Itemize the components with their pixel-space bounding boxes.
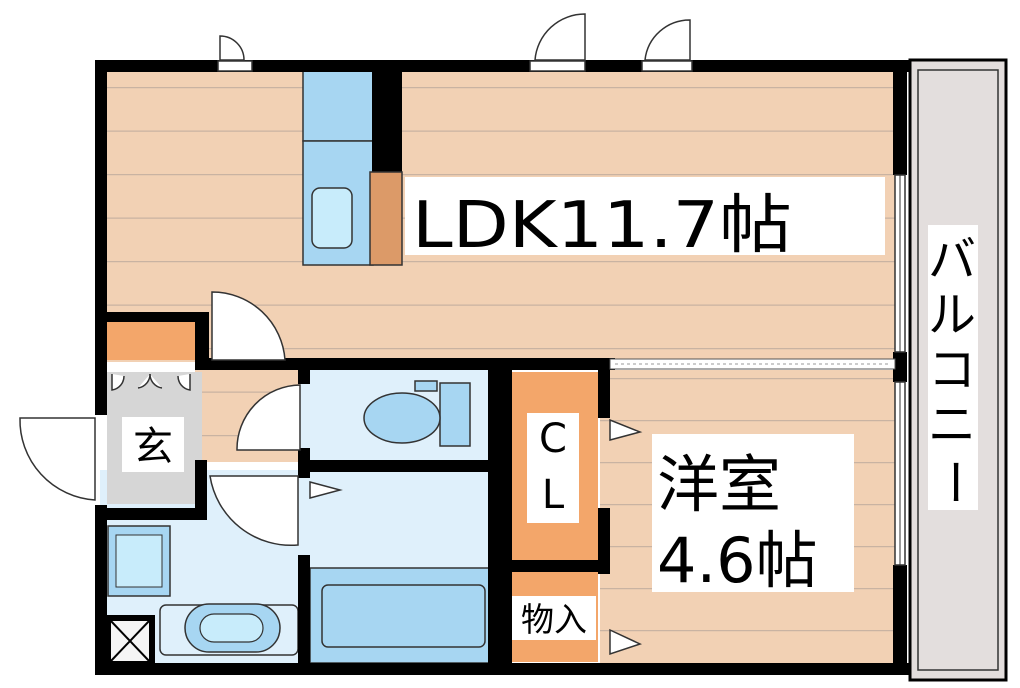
balcony-char: ニ xyxy=(928,397,976,453)
refrigerator-space xyxy=(369,171,403,266)
toilet-bowl xyxy=(363,392,441,444)
youshitsu-label-line2: 4.6帖 xyxy=(657,524,818,597)
ldk-bedroom-sliding-partition xyxy=(609,358,896,370)
balcony-char: ル xyxy=(928,287,976,343)
kitchen-wall-column xyxy=(372,66,402,172)
washbasin-inner xyxy=(199,613,264,643)
bathtub-inner xyxy=(321,584,486,648)
kitchen-upper-counter xyxy=(302,65,374,142)
storage-label-box xyxy=(512,596,596,640)
balcony-char: バ xyxy=(928,232,976,288)
toilet-tank-top xyxy=(414,380,438,392)
youshitsu-label-box xyxy=(652,434,854,592)
doors xyxy=(19,13,691,656)
shoe-cabinet xyxy=(107,322,197,360)
balcony-char: ー xyxy=(926,458,982,506)
balcony-label: バ ル コ ニ ー xyxy=(926,232,982,506)
walls xyxy=(95,60,910,675)
closet-label-box xyxy=(527,413,579,523)
ldk-label-box xyxy=(405,177,885,255)
ldk-label: LDK11.7帖 xyxy=(412,189,792,263)
balcony-char: コ xyxy=(928,342,976,398)
closet-label-line1: C xyxy=(539,416,567,462)
kitchen-sink xyxy=(311,187,353,249)
washing-machine-inner xyxy=(115,534,163,588)
closet-label-line2: L xyxy=(542,472,565,518)
toilet-tank xyxy=(439,382,471,447)
entrance-label-box xyxy=(122,417,184,472)
entrance-label: 玄 xyxy=(133,424,173,470)
balcony-label-box xyxy=(928,225,978,510)
youshitsu-label-line1: 洋室 xyxy=(657,448,781,521)
windows xyxy=(217,60,906,566)
storage-label: 物入 xyxy=(521,600,587,639)
